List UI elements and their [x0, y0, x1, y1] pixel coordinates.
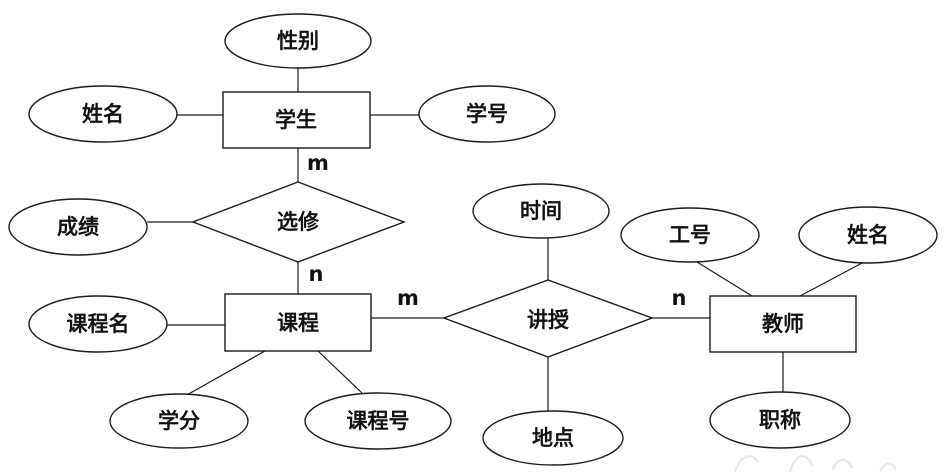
attribute-grade: 成绩	[8, 198, 148, 256]
attribute-label: 性别	[277, 29, 319, 53]
relationship-teaching: 讲授	[441, 279, 655, 358]
entity-label: 课程	[277, 311, 319, 335]
attribute-label: 学分	[158, 409, 200, 433]
attribute-teacher-name: 姓名	[798, 206, 938, 264]
entity-course: 课程	[224, 293, 372, 352]
cardinality-course-teaching: m	[397, 286, 419, 310]
attribute-label: 姓名	[847, 223, 889, 247]
attribute-label: 成绩	[57, 215, 99, 239]
cardinality-student-elective: m	[307, 151, 329, 175]
attribute-label: 课程号	[347, 409, 410, 433]
attribute-place: 地点	[482, 410, 624, 466]
attribute-label: 时间	[520, 199, 562, 223]
attribute-gender: 性别	[224, 13, 372, 69]
attribute-label: 工号	[669, 223, 711, 247]
attribute-label: 姓名	[82, 102, 124, 126]
attribute-credit: 学分	[109, 393, 249, 449]
edge-teachername-teacher	[799, 261, 865, 297]
relationship-elective: 选修	[191, 181, 406, 263]
entity-label: 教师	[762, 312, 804, 336]
entity-student: 学生	[222, 91, 371, 149]
entity-label: 学生	[275, 108, 317, 132]
attribute-label: 学号	[466, 102, 508, 126]
cardinality-teaching-teacher: n	[672, 286, 687, 310]
edge-course-credit	[184, 350, 266, 397]
edge-teacherid-teacher	[696, 261, 753, 297]
attribute-time: 时间	[472, 183, 610, 239]
attribute-teacher-id: 工号	[620, 207, 760, 263]
watermark-decoration	[734, 455, 897, 472]
relationship-label: 选修	[277, 210, 320, 234]
attribute-label: 地点	[532, 426, 574, 450]
attribute-course-name: 课程名	[28, 295, 168, 353]
edge-course-courseid	[317, 350, 363, 394]
entity-teacher: 教师	[709, 295, 857, 353]
cardinality-elective-course: n	[309, 262, 324, 286]
relationship-label: 讲授	[527, 308, 570, 332]
attribute-course-id: 课程号	[304, 392, 452, 450]
attribute-student-id: 学号	[418, 85, 556, 143]
attribute-label: 职称	[759, 408, 801, 432]
connection-lines	[147, 68, 865, 412]
attribute-title: 职称	[709, 391, 851, 449]
attribute-student-name: 姓名	[28, 85, 178, 143]
attribute-label: 课程名	[67, 312, 130, 336]
